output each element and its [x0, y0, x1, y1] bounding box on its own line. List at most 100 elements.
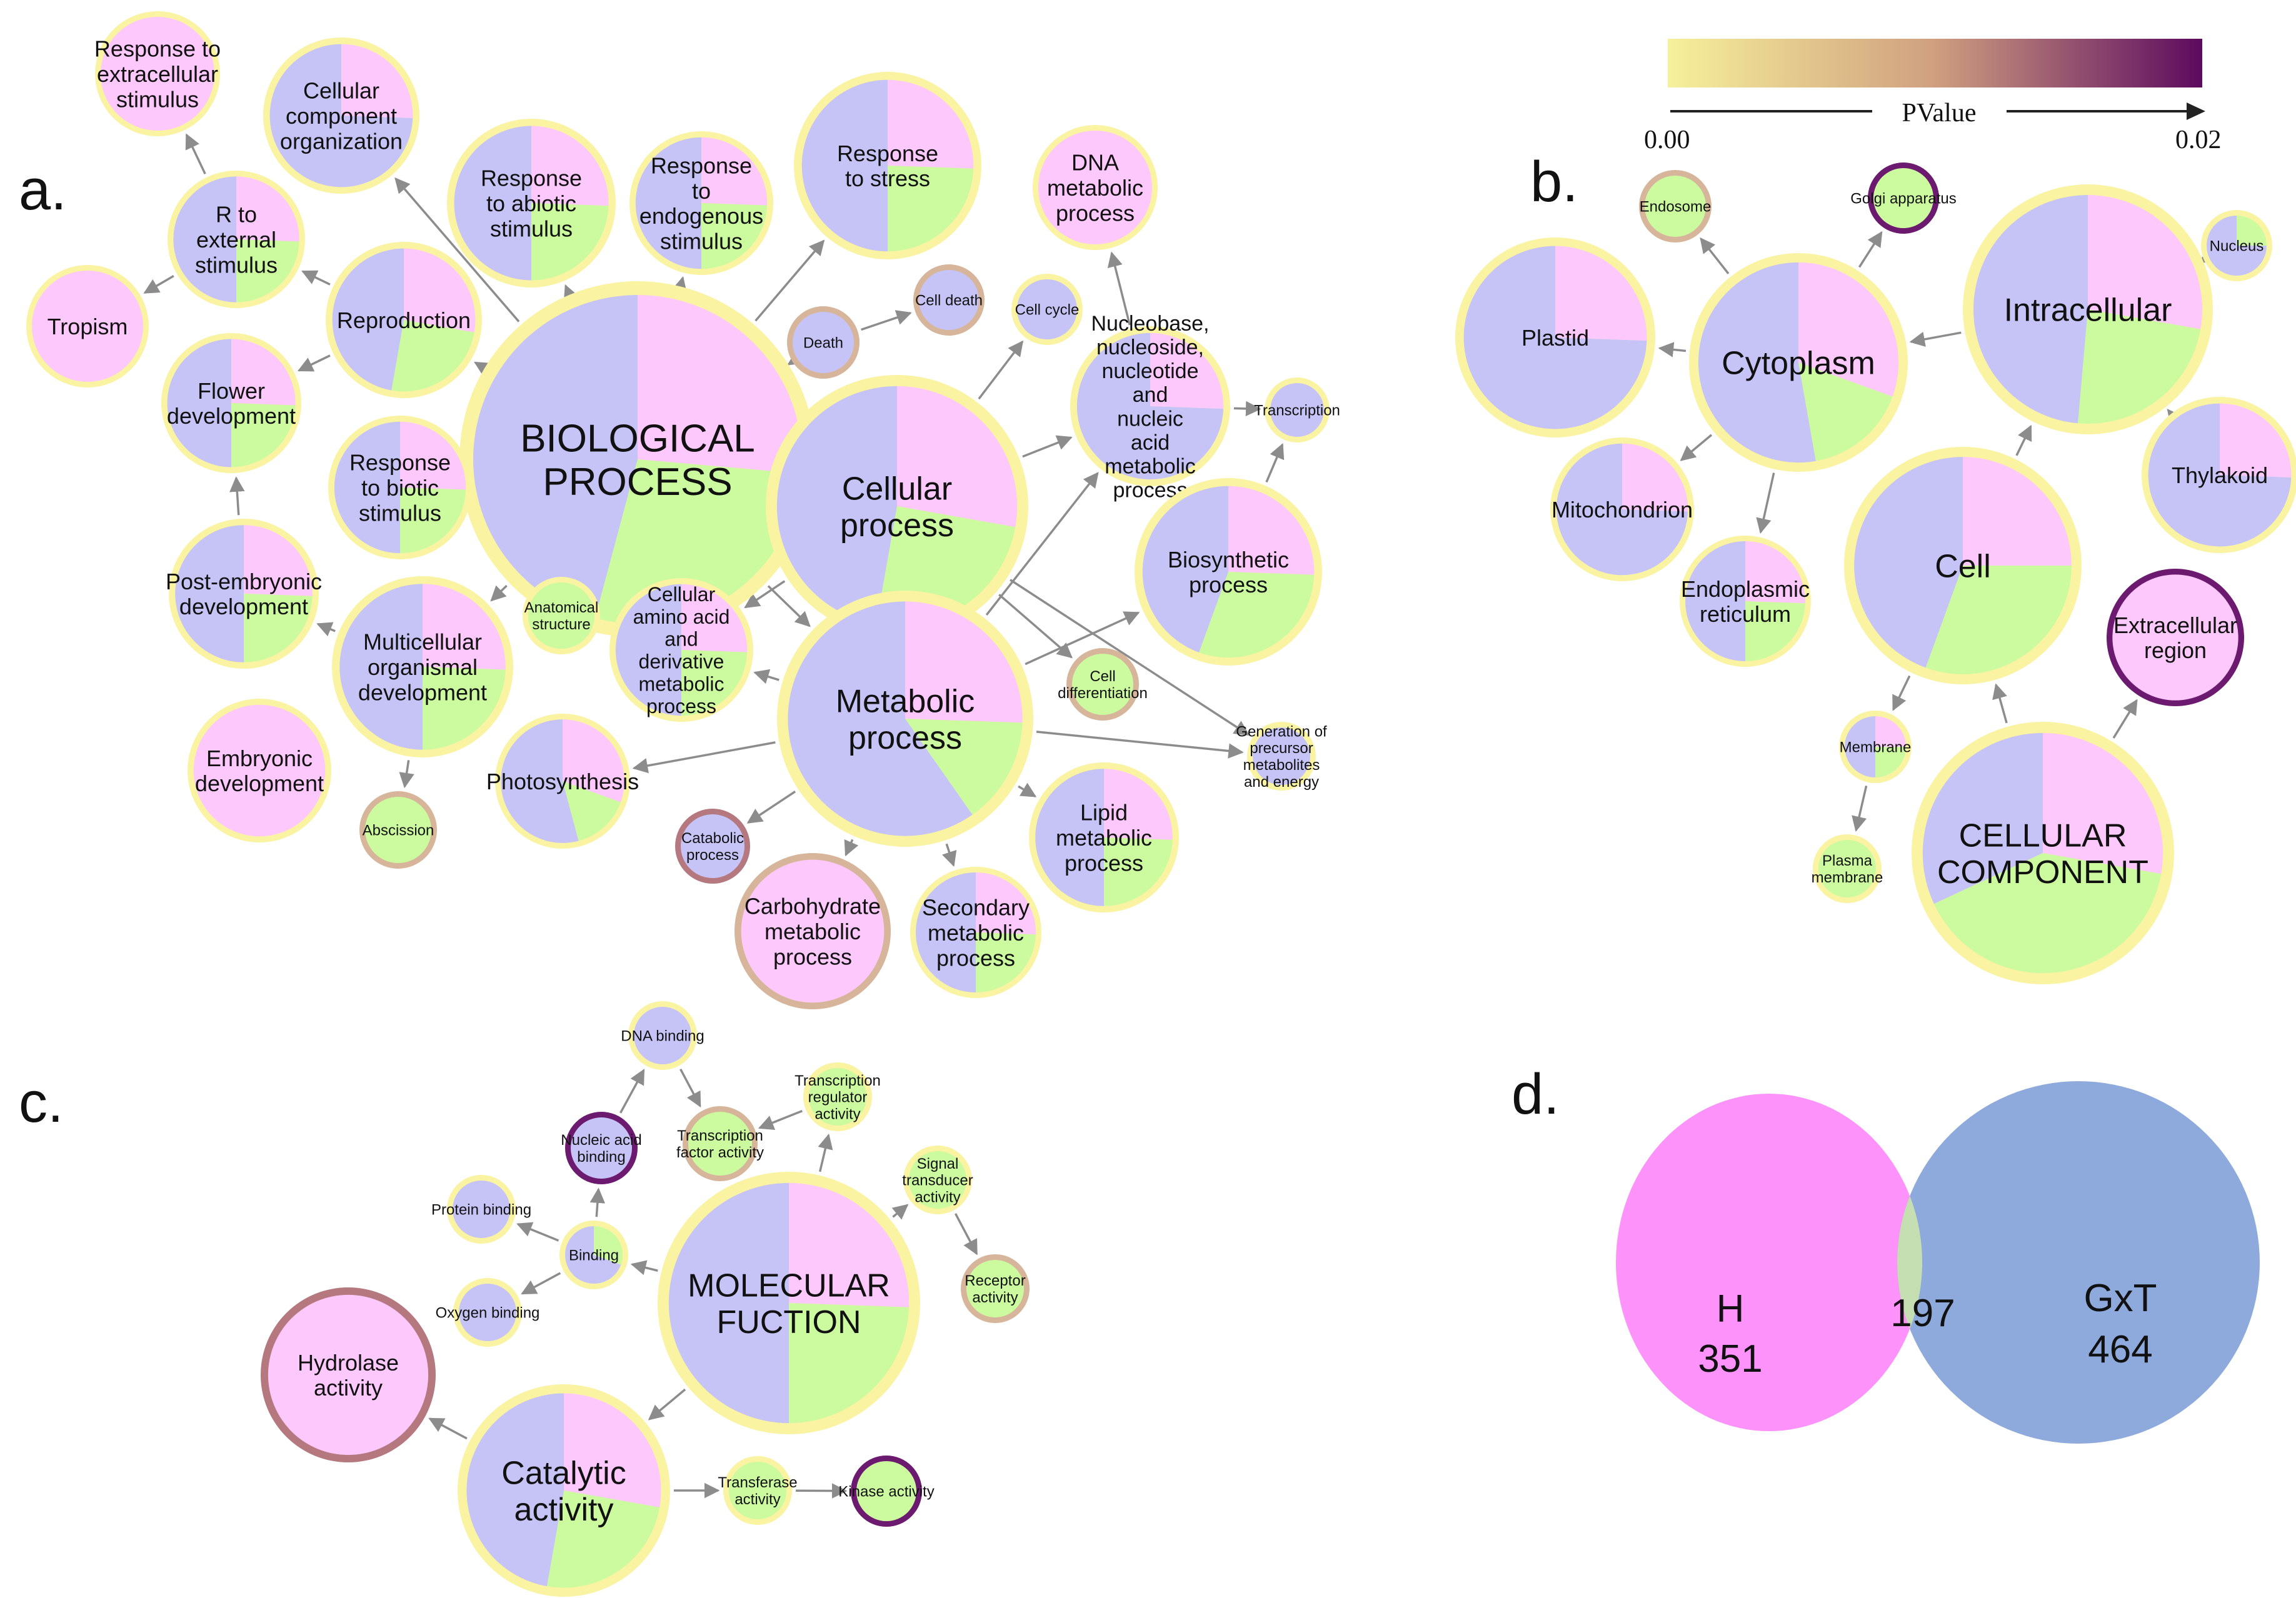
- node-dna_binding[interactable]: DNA binding: [621, 1001, 704, 1070]
- node-tropism[interactable]: Tropism: [26, 265, 149, 387]
- node-transcription[interactable]: Transcription: [1254, 377, 1340, 442]
- node-label: Abscission: [363, 822, 434, 839]
- panel-label-d: d.: [1511, 1062, 1560, 1126]
- node-thylakoid[interactable]: Thylakoid: [2142, 397, 2296, 553]
- node-cytoplasm[interactable]: Cytoplasm: [1689, 253, 1908, 472]
- edge-cellular_process-to-cell_diff: [998, 594, 1073, 659]
- pie-slice-pink: [1798, 262, 1899, 397]
- node-label: Transcription: [1254, 402, 1340, 419]
- node-photosynth[interactable]: Photosynthesis: [486, 714, 639, 849]
- edge-cellular_process-to-gen_precursor: [1010, 579, 1250, 736]
- pie-slice-blue: [793, 312, 854, 373]
- pie-slice-green: [1818, 840, 1876, 897]
- node-cell[interactable]: Cell: [1844, 447, 2082, 684]
- edge-mf-to-signal_trans: [891, 1204, 909, 1220]
- node-protein_binding[interactable]: Protein binding: [431, 1175, 531, 1244]
- node-golgi[interactable]: Golgi apparatus: [1850, 162, 1957, 234]
- node-abscission[interactable]: Abscission: [359, 791, 437, 869]
- node-cell_death[interactable]: Cell death: [913, 264, 985, 336]
- node-reproduction[interactable]: Reproduction: [326, 242, 482, 398]
- node-cell_cycle[interactable]: Cell cycle: [1011, 274, 1083, 345]
- pie-slice-blue: [453, 1181, 510, 1238]
- edge-bp-to-reproduction: [474, 361, 491, 376]
- node-membrane[interactable]: Membrane: [1839, 711, 1912, 783]
- pie-slice-green: [531, 203, 609, 281]
- pie-slice-blue: [635, 137, 701, 269]
- node-endosome[interactable]: Endosome: [1639, 170, 1712, 242]
- pie-slice-green: [688, 1112, 752, 1176]
- node-death[interactable]: Death: [787, 306, 860, 379]
- pie-slice-pink: [888, 79, 974, 169]
- pie-slice-pink: [905, 601, 1023, 723]
- node-nucleus[interactable]: Nucleus: [2201, 210, 2272, 281]
- colorbar-max-label: 0.02: [2175, 126, 2222, 154]
- node-binding[interactable]: Binding: [559, 1221, 628, 1289]
- pie-slice-pink: [638, 295, 802, 474]
- pie-slice-blue: [916, 872, 976, 992]
- node-plastid[interactable]: Plastid: [1455, 237, 1655, 437]
- node-kinase[interactable]: Kinase activity: [838, 1456, 935, 1527]
- edge-cell-to-membrane: [1892, 675, 1911, 711]
- edge-cellular_process-to-nucleobase: [1022, 435, 1073, 458]
- node-oxygen_binding[interactable]: Oxygen binding: [436, 1278, 540, 1347]
- edge-metabolic-to-catabolic: [746, 791, 796, 824]
- edge-cell-to-intracellular: [2015, 424, 2032, 456]
- node-label: Endosome: [1640, 199, 1712, 216]
- pie-slice-pink: [531, 126, 609, 206]
- edge-cc-to-cell: [1992, 683, 2008, 724]
- edge-bp-to-cell_comp_org: [394, 177, 520, 322]
- node-mitochondrion[interactable]: Mitochondrion: [1550, 437, 1694, 581]
- pie-slice-pink: [2088, 195, 2202, 329]
- edge-cellular_process-to-cell_cycle: [978, 340, 1024, 400]
- venn-left-label: H: [1717, 1287, 1745, 1331]
- pie-slice-blue: [1698, 262, 1816, 463]
- node-intracellular[interactable]: Intracellular: [1963, 184, 2213, 434]
